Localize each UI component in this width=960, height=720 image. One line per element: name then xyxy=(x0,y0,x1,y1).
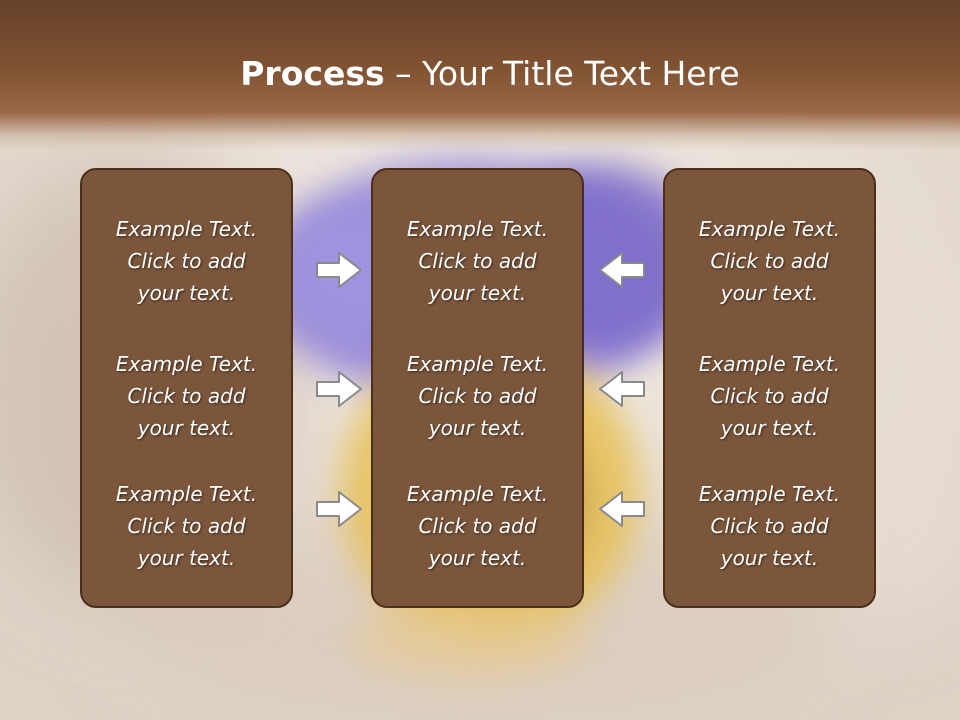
text-line: your text. xyxy=(428,416,527,440)
right-arrow-icon[interactable] xyxy=(315,250,363,290)
text-line: Example Text. xyxy=(406,482,549,506)
text-line: your text. xyxy=(137,546,236,570)
title-band xyxy=(0,0,960,150)
text-line: Click to add xyxy=(127,514,246,538)
text-placeholder[interactable]: Example Text. Click to add your text. xyxy=(373,478,582,574)
text-line: Click to add xyxy=(418,514,537,538)
right-arrow-icon[interactable] xyxy=(315,489,363,529)
text-line: Example Text. xyxy=(115,217,258,241)
text-placeholder[interactable]: Example Text. Click to add your text. xyxy=(373,348,582,444)
text-placeholder[interactable]: Example Text. Click to add your text. xyxy=(82,213,291,309)
text-line: Click to add xyxy=(710,384,829,408)
text-line: Example Text. xyxy=(698,352,841,376)
process-box-left[interactable]: Example Text. Click to add your text. Ex… xyxy=(80,168,293,608)
text-line: Example Text. xyxy=(698,482,841,506)
text-line: your text. xyxy=(720,416,819,440)
text-placeholder[interactable]: Example Text. Click to add your text. xyxy=(82,478,291,574)
text-placeholder[interactable]: Example Text. Click to add your text. xyxy=(665,213,874,309)
text-line: Click to add xyxy=(710,249,829,273)
text-line: your text. xyxy=(428,281,527,305)
process-box-center[interactable]: Example Text. Click to add your text. Ex… xyxy=(371,168,584,608)
text-placeholder[interactable]: Example Text. Click to add your text. xyxy=(665,348,874,444)
text-line: your text. xyxy=(428,546,527,570)
left-arrow-icon[interactable] xyxy=(598,250,646,290)
process-box-right[interactable]: Example Text. Click to add your text. Ex… xyxy=(663,168,876,608)
text-line: Click to add xyxy=(418,249,537,273)
text-placeholder[interactable]: Example Text. Click to add your text. xyxy=(82,348,291,444)
title-bold: Process xyxy=(240,54,385,93)
text-line: Example Text. xyxy=(115,352,258,376)
text-placeholder[interactable]: Example Text. Click to add your text. xyxy=(373,213,582,309)
text-placeholder[interactable]: Example Text. Click to add your text. xyxy=(665,478,874,574)
text-line: your text. xyxy=(137,416,236,440)
text-line: Click to add xyxy=(418,384,537,408)
text-line: Example Text. xyxy=(698,217,841,241)
title-rest: – Your Title Text Here xyxy=(384,54,740,93)
text-line: Example Text. xyxy=(406,217,549,241)
text-line: your text. xyxy=(720,546,819,570)
text-line: your text. xyxy=(137,281,236,305)
text-line: your text. xyxy=(720,281,819,305)
left-arrow-icon[interactable] xyxy=(598,369,646,409)
slide-title[interactable]: Process – Your Title Text Here xyxy=(0,52,960,96)
text-line: Example Text. xyxy=(115,482,258,506)
text-line: Click to add xyxy=(710,514,829,538)
text-line: Click to add xyxy=(127,249,246,273)
right-arrow-icon[interactable] xyxy=(315,369,363,409)
text-line: Example Text. xyxy=(406,352,549,376)
text-line: Click to add xyxy=(127,384,246,408)
left-arrow-icon[interactable] xyxy=(598,489,646,529)
